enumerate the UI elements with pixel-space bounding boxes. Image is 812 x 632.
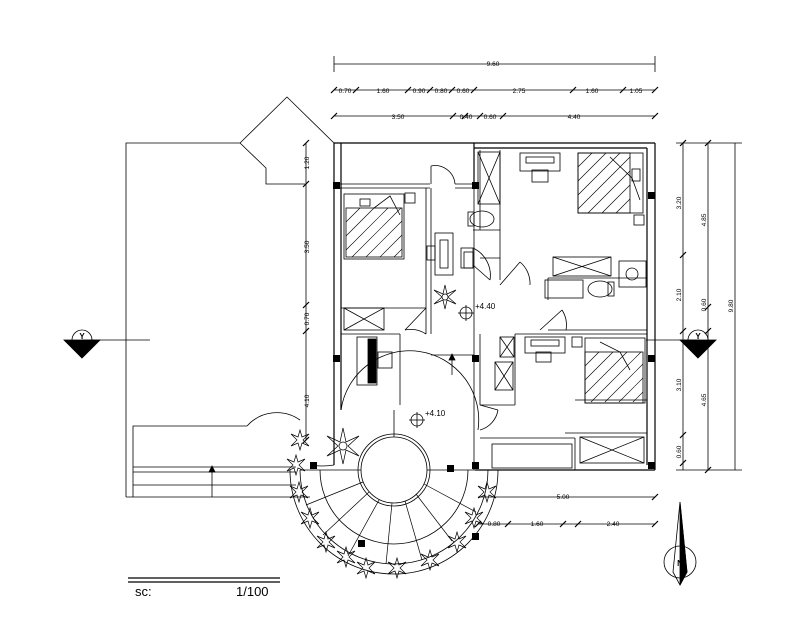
- bathroom-center-fixtures: [463, 151, 501, 269]
- dim-top-row2: 0.40: [460, 114, 473, 121]
- level-marker-symbols: [409, 305, 474, 428]
- dim-top-row1: 0.80: [435, 88, 448, 95]
- section-marker-right-label: Y: [695, 332, 701, 341]
- dim-right-mid: 4.85: [701, 213, 708, 226]
- dim-top-row1: 1.05: [630, 88, 643, 95]
- bedroom-bottom-right-furniture: [494, 336, 646, 464]
- scale-value: 1/100: [236, 584, 269, 599]
- left-dimension-lines: [302, 139, 310, 444]
- dim-top-row2: 0.60: [484, 114, 497, 121]
- bottom-dimension-lines: [474, 493, 659, 528]
- dim-top-row1: 0.90: [413, 88, 426, 95]
- dim-bottom-row: 2.40: [607, 521, 620, 528]
- terrace-outline: [125, 96, 335, 498]
- decorative-plants: [286, 284, 497, 580]
- dim-bottom-row: 1.60: [531, 521, 544, 528]
- section-marker-left-label: Y: [79, 332, 85, 341]
- dim-top-row1: 0.70: [339, 88, 352, 95]
- dim-right-mid: 0.60: [701, 298, 708, 311]
- dim-top-row1: 1.60: [377, 88, 390, 95]
- dim-right-inner: 3.10: [676, 378, 683, 391]
- dim-top-row2: 4.40: [568, 114, 581, 121]
- dimension-labels: 9.60 0.70 1.60 0.90 0.80 0.60 2.75 1.60 …: [304, 61, 735, 528]
- doors: [404, 165, 567, 431]
- dim-right-mid: 4.65: [701, 393, 708, 406]
- exterior-walls: [333, 142, 656, 471]
- dim-top-row1: 0.60: [457, 88, 470, 95]
- bedroom-left-furniture: [343, 192, 474, 331]
- spiral-staircase: [289, 410, 499, 575]
- north-arrow-label: N: [677, 559, 683, 568]
- bathroom-right-fixtures: [544, 260, 647, 299]
- scale-label: sc:: [135, 584, 152, 599]
- bedroom-top-right-furniture: [519, 152, 645, 277]
- dim-right-inner: 2.10: [676, 288, 683, 301]
- structural-columns: [310, 182, 655, 547]
- section-marker-labels: Y Y: [79, 332, 701, 341]
- level-labels: +4.40 +4.10: [425, 302, 496, 418]
- section-cut-markers: [63, 329, 717, 359]
- dim-right-inner: 3.20: [676, 196, 683, 209]
- dim-right-total: 9.80: [728, 299, 735, 312]
- dim-right-inner: 0.60: [676, 445, 683, 458]
- top-dimension-lines: [330, 56, 659, 120]
- dim-top-row1: 1.60: [586, 88, 599, 95]
- living-area-furniture: [356, 336, 573, 469]
- scale-bar: [128, 577, 280, 583]
- dim-bottom-row: 0.80: [488, 521, 501, 528]
- dim-bottom-total: 5.00: [557, 494, 570, 501]
- level-label-lower: +4.10: [425, 409, 446, 418]
- level-label-upper: +4.40: [475, 302, 496, 311]
- dim-left: 1.20: [304, 156, 311, 169]
- north-arrow: [663, 501, 697, 586]
- dim-top-row1: 2.75: [513, 88, 526, 95]
- dim-top-total: 9.60: [487, 61, 500, 68]
- dim-left: 0.70: [304, 312, 311, 325]
- dim-top-row2: 3.50: [392, 114, 405, 121]
- right-dimension-lines: [676, 139, 742, 474]
- dim-left: 3.50: [304, 240, 311, 253]
- dim-left: 4.10: [304, 394, 311, 407]
